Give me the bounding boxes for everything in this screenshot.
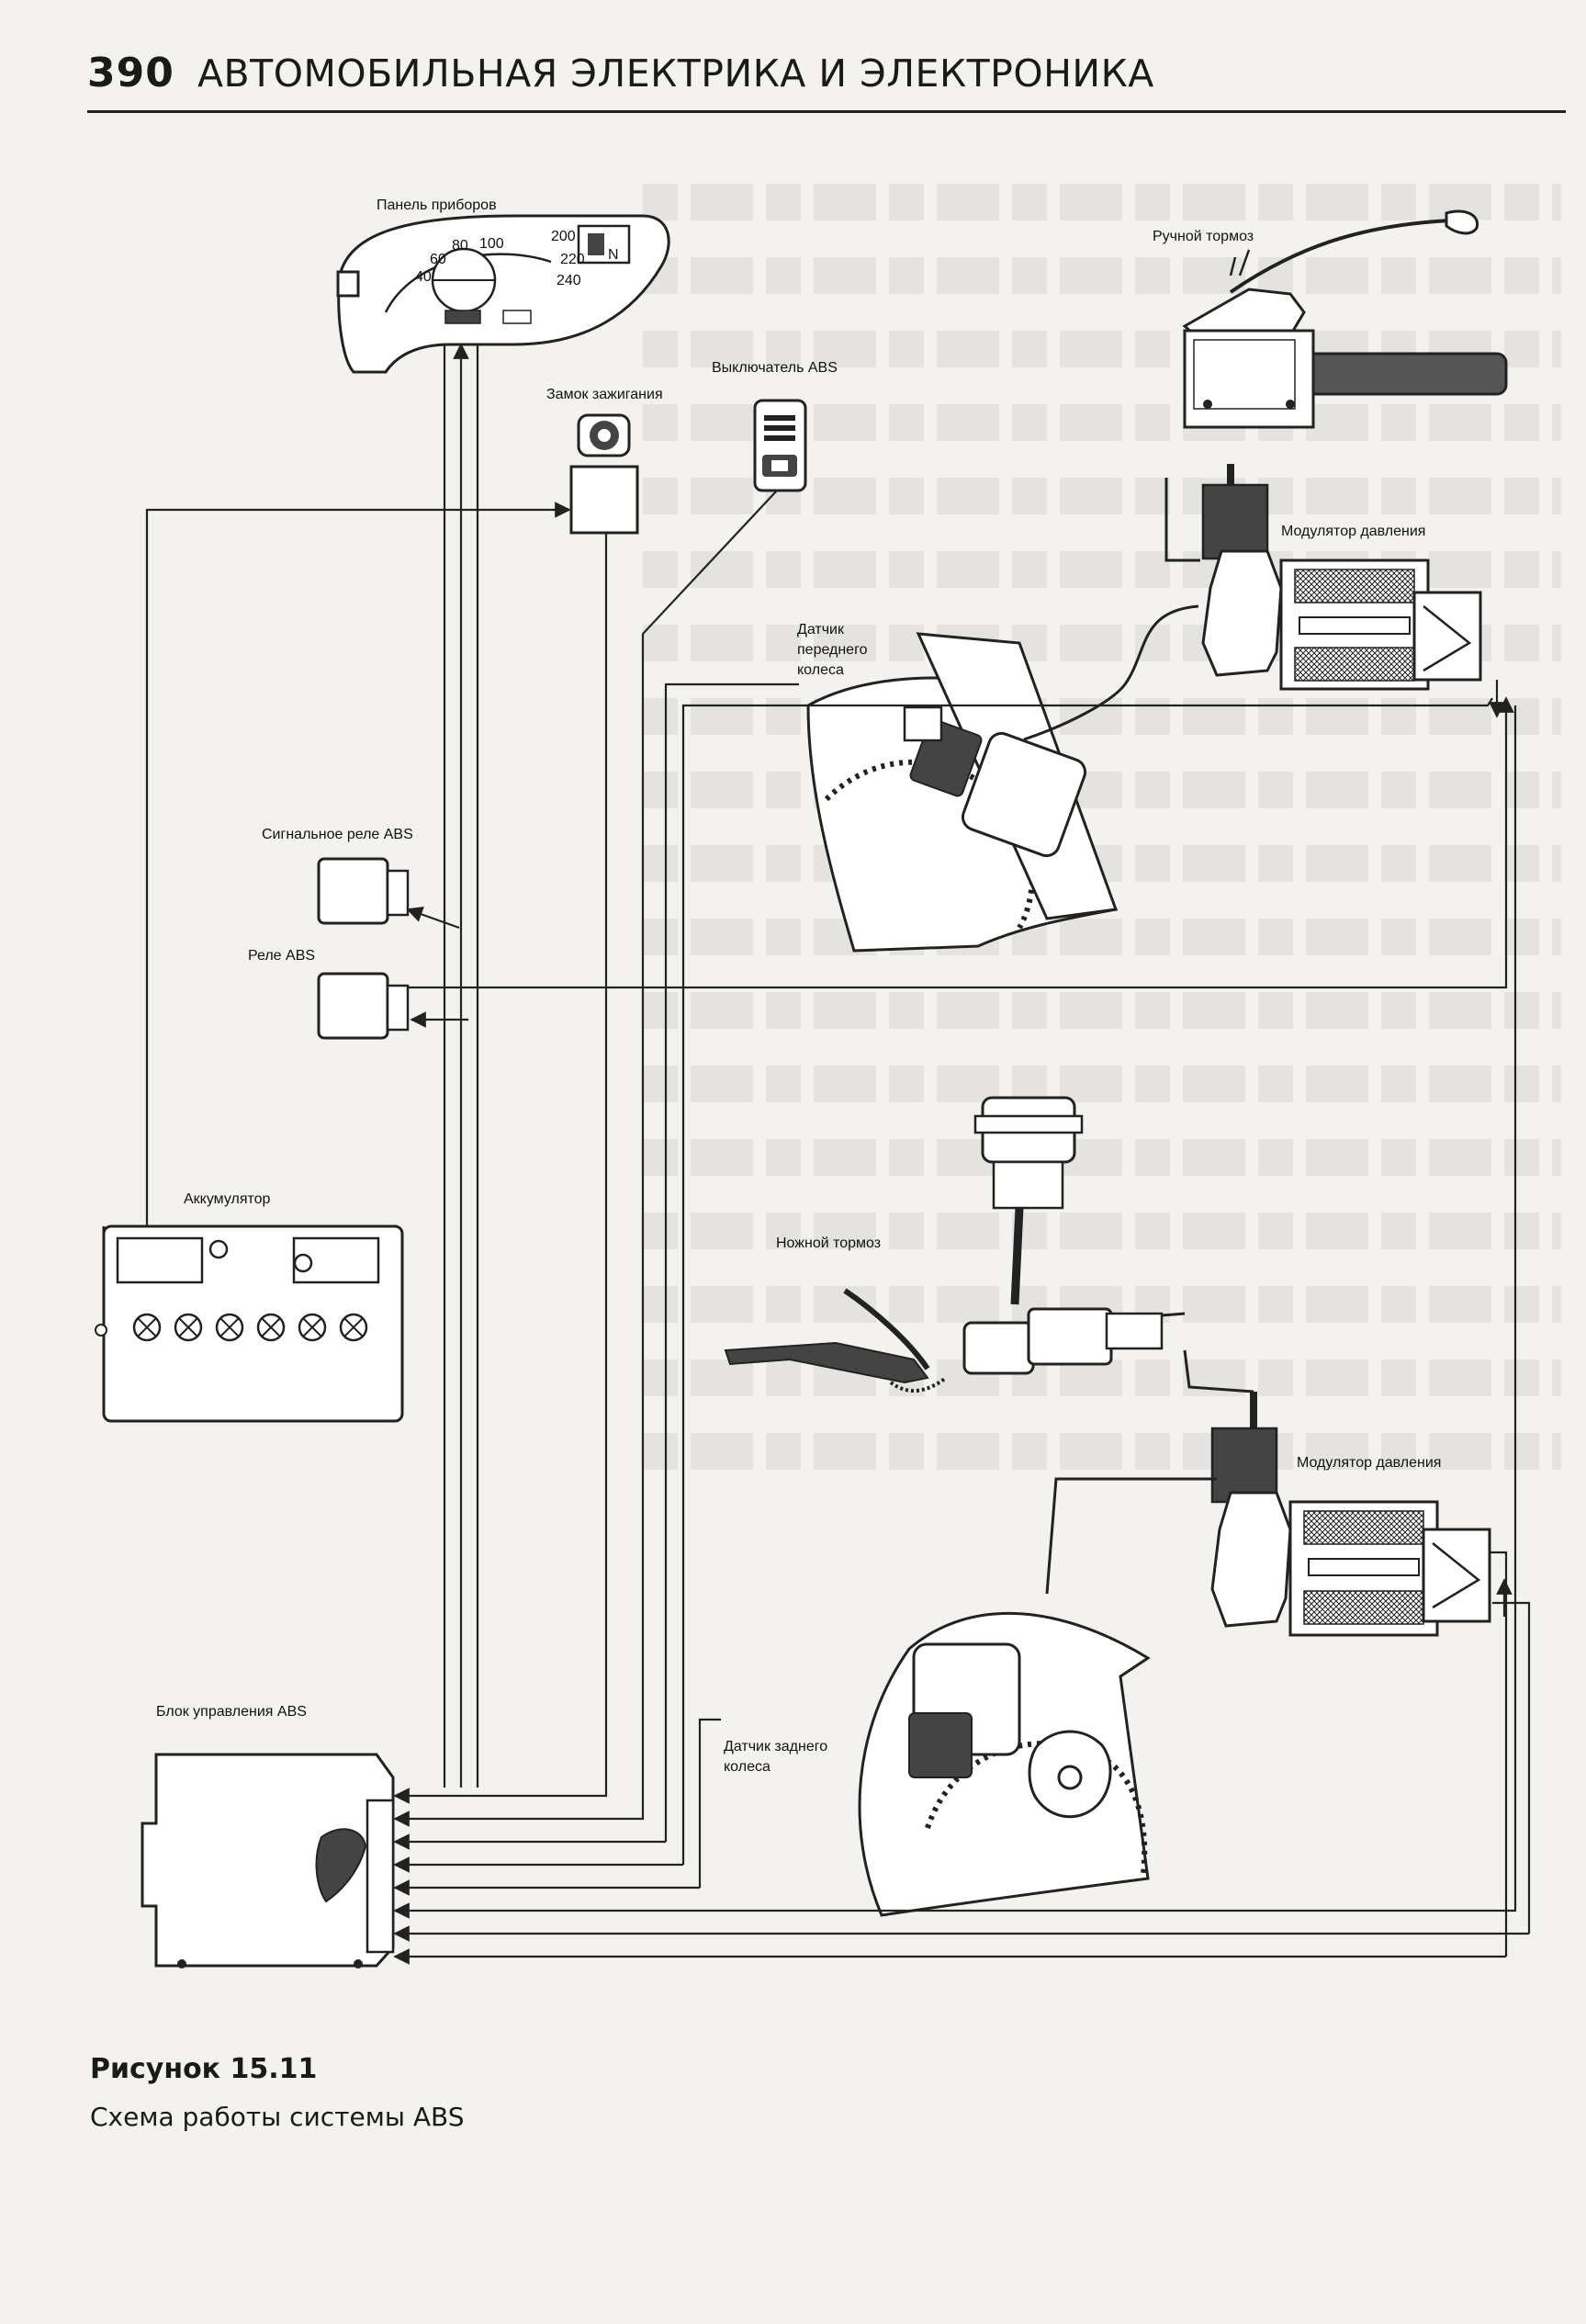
abs-relay xyxy=(317,972,410,1040)
ghost-line xyxy=(643,919,1561,955)
label-rear-wheel-sensor-line1: Датчик заднего xyxy=(724,1739,827,1754)
label-front-wheel-sensor-line2: переднего xyxy=(797,642,868,658)
ghost-line xyxy=(643,772,1561,808)
signal-relay-abs xyxy=(317,857,410,925)
ghost-line xyxy=(643,1066,1561,1102)
page-title: АВТОМОБИЛЬНАЯ ЭЛЕКТРИКА И ЭЛЕКТРОНИКА xyxy=(197,51,1154,96)
front-brake-disc xyxy=(806,632,1119,953)
abs-control-unit xyxy=(141,1753,395,1969)
label-rear-pressure-modulator: Модулятор давления xyxy=(1297,1455,1441,1471)
label-signal-relay-abs: Сигнальное реле ABS xyxy=(262,827,413,842)
ignition-lock xyxy=(569,413,639,535)
ghost-text-bleed xyxy=(643,184,1561,1562)
gear-indicator: N xyxy=(608,247,619,263)
label-foot-brake: Ножной тормоз xyxy=(776,1235,881,1251)
hand-brake xyxy=(1182,209,1508,429)
figure-caption-text: Схема работы системы ABS xyxy=(90,2102,465,2132)
label-front-wheel-sensor-line3: колеса xyxy=(797,662,844,678)
tick-label: 200 xyxy=(551,229,576,244)
label-rear-wheel-sensor-line2: колеса xyxy=(724,1759,771,1775)
rear-brake-disc xyxy=(858,1611,1151,1917)
tick-label: 100 xyxy=(479,236,504,252)
label-abs-switch: Выключатель ABS xyxy=(712,360,838,376)
page-header: 390 АВТОМОБИЛЬНАЯ ЭЛЕКТРИКА И ЭЛЕКТРОНИК… xyxy=(87,44,1566,113)
ghost-line xyxy=(643,1139,1561,1176)
abs-switch xyxy=(753,399,807,492)
label-ignition-lock: Замок зажигания xyxy=(546,387,663,402)
figure-caption-title: Рисунок 15.11 xyxy=(90,2053,318,2085)
battery xyxy=(95,1224,404,1423)
wiring-harness xyxy=(145,343,1531,1965)
ghost-line xyxy=(643,184,1561,220)
rear-pressure-modulator xyxy=(1210,1392,1491,1637)
tick-label: 60 xyxy=(430,252,446,267)
front-pressure-modulator xyxy=(1201,464,1482,691)
tick-label: 40 xyxy=(415,269,432,285)
label-front-wheel-sensor-line1: Датчик xyxy=(797,622,845,637)
label-front-pressure-modulator: Модулятор давления xyxy=(1281,524,1425,539)
tick-label: 220 xyxy=(560,252,585,267)
figure-caption: Рисунок 15.11 Схема работы системы ABS xyxy=(90,2053,464,2132)
label-hand-brake: Ручной тормоз xyxy=(1153,229,1254,244)
label-instrument-panel: Панель приборов xyxy=(377,197,497,213)
ghost-line xyxy=(643,1433,1561,1470)
label-abs-control-unit: Блок управления ABS xyxy=(156,1704,307,1720)
label-battery: Аккумулятор xyxy=(184,1191,271,1207)
ghost-line xyxy=(643,1359,1561,1396)
foot-brake xyxy=(724,1096,1186,1393)
ghost-line xyxy=(643,992,1561,1029)
instrument-panel: 200 220 240 60 80 100 40 N xyxy=(336,214,670,374)
ghost-line xyxy=(643,1213,1561,1249)
label-abs-relay: Реле ABS xyxy=(248,948,315,964)
tick-label: 80 xyxy=(452,238,468,254)
ghost-line xyxy=(643,257,1561,294)
tick-label: 240 xyxy=(557,273,581,288)
page-number: 390 xyxy=(87,50,174,96)
